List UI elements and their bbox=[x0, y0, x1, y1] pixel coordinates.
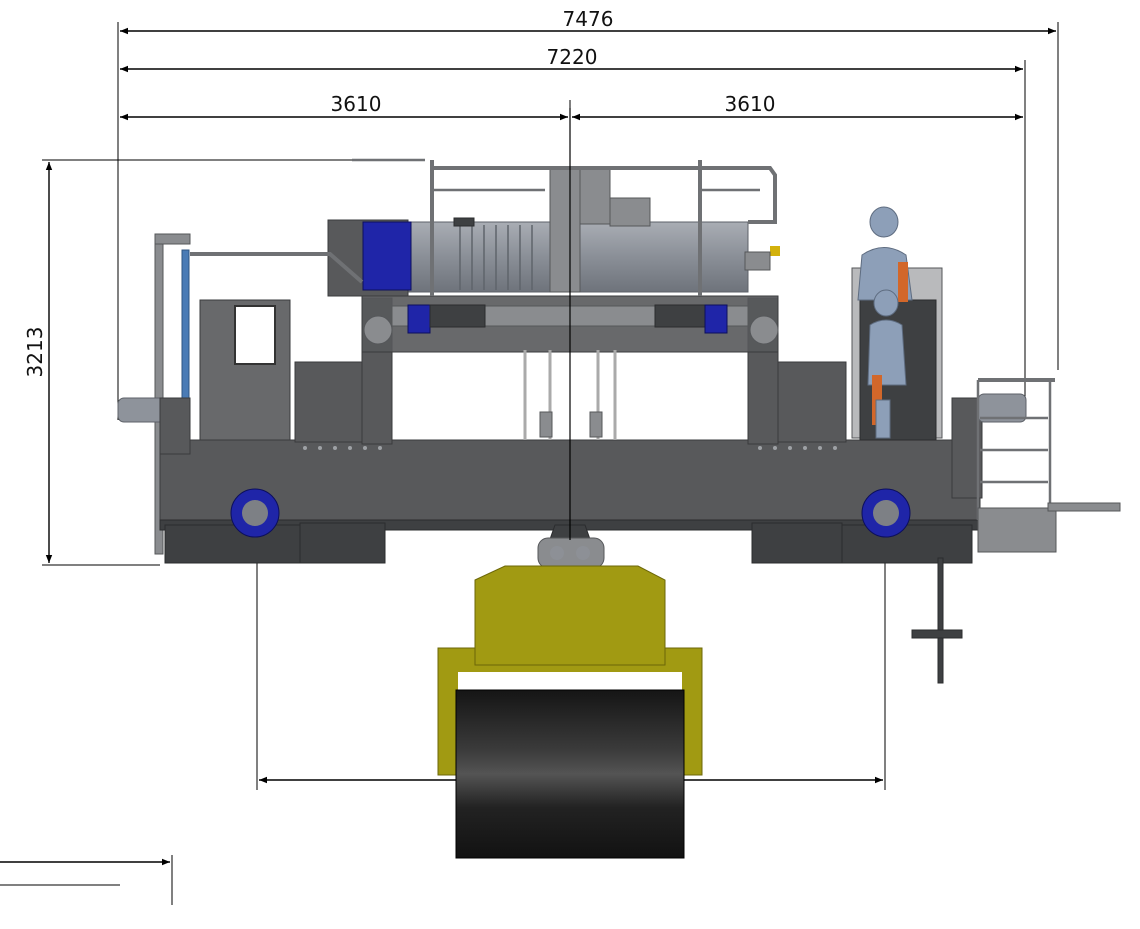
dim-rail-span: 7220 bbox=[547, 45, 598, 69]
dim-right-half: 3610 bbox=[725, 92, 776, 116]
pedal-stalk bbox=[937, 557, 944, 684]
right-structure bbox=[851, 206, 1121, 684]
hook-block-body bbox=[474, 565, 666, 666]
dim-overall-width: 7476 bbox=[563, 7, 614, 31]
right-travel-motor bbox=[704, 304, 728, 334]
dim-height: 3213 bbox=[23, 327, 47, 378]
hoist-motor bbox=[362, 221, 412, 291]
worker-figure bbox=[867, 289, 907, 439]
beam-bolts bbox=[303, 446, 837, 450]
dim-left-half: 3610 bbox=[331, 92, 382, 116]
step-box bbox=[977, 507, 1057, 553]
right-ladder bbox=[976, 378, 1055, 520]
roller bbox=[455, 689, 685, 859]
left-bogie bbox=[164, 524, 301, 564]
dimension-lines bbox=[0, 22, 1059, 905]
left-travel-motor bbox=[407, 304, 431, 334]
drum-flange bbox=[549, 167, 581, 293]
hook-block-assembly bbox=[437, 524, 703, 859]
worker-figure bbox=[857, 206, 913, 302]
top-handrail bbox=[190, 158, 777, 296]
right-bogie bbox=[751, 522, 843, 564]
left-stub-pipe bbox=[117, 397, 167, 423]
